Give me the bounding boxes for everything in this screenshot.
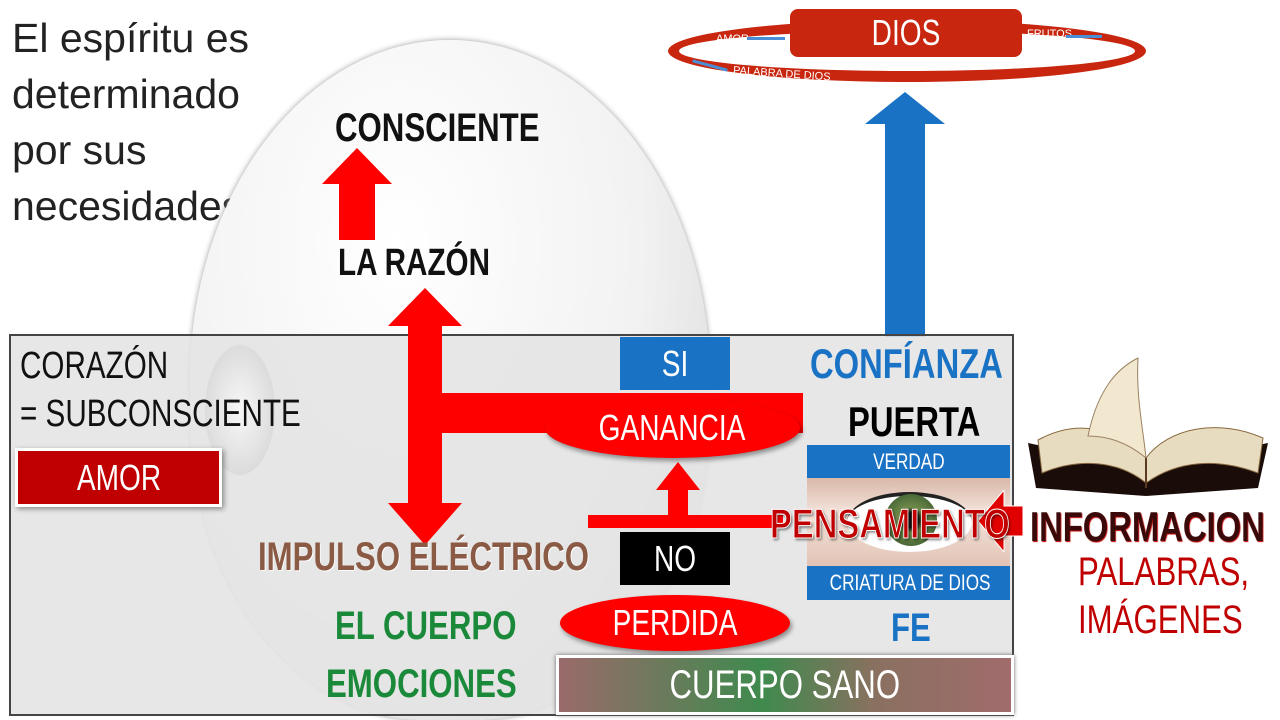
ganancia-label: GANANCIA <box>599 407 746 448</box>
cuerpo-sano-label: CUERPO SANO <box>669 663 901 707</box>
dios-label: DIOS <box>871 12 941 53</box>
ring-frutos-label: FRUTOS <box>1027 28 1073 40</box>
si-label: SI <box>661 343 689 384</box>
cuerpo-sano-box: CUERPO SANO <box>556 655 1014 715</box>
dios-box: DIOS <box>790 9 1022 57</box>
red-up-arrow-small <box>588 462 783 528</box>
la-razon-label: LA RAZÓN <box>338 242 491 284</box>
perdida-ellipse: PERDIDA <box>560 595 790 651</box>
intro-line: El espíritu es <box>12 15 249 61</box>
verdad-label: VERDAD <box>872 449 945 474</box>
intro-line: por sus <box>12 127 147 173</box>
confianza-label: CONFÍANZA <box>810 340 1003 387</box>
corazon-label: CORAZÓN <box>20 345 169 387</box>
blue-up-arrow <box>865 92 945 337</box>
no-box: NO <box>620 532 730 585</box>
criatura-bar: CRIATURA DE DIOS <box>807 566 1010 600</box>
palabras-label: PALABRAS, <box>1078 550 1250 594</box>
no-label: NO <box>653 538 697 579</box>
amor-box: AMOR <box>15 448 222 507</box>
informacion-detail: PALABRAS, IMÁGENES <box>1078 548 1280 644</box>
fe-label: FE <box>891 606 931 650</box>
ring-amor-label: AMOR <box>716 33 749 45</box>
amor-label: AMOR <box>76 457 161 498</box>
eye-panel: VERDAD CRIATURA DE DIOS <box>807 445 1010 600</box>
emociones-label: EMOCIONES <box>326 662 517 706</box>
ganancia-ellipse: GANANCIA <box>545 398 800 458</box>
imagenes-label: IMÁGENES <box>1078 598 1243 642</box>
arrow-left-icon <box>747 37 785 40</box>
subconsciente-label: = SUBCONSCIENTE <box>20 393 301 435</box>
intro-line: necesidades <box>12 183 243 229</box>
eye-image <box>807 478 1010 566</box>
impulso-label: IMPULSO ELÉCTRICO <box>258 535 590 579</box>
puerta-label: PUERTA <box>848 398 981 445</box>
si-box: SI <box>620 337 730 390</box>
intro-text: El espíritu es determinado por sus neces… <box>12 10 249 234</box>
consciente-label: CONSCIENTE <box>335 106 540 150</box>
verdad-bar: VERDAD <box>807 445 1010 478</box>
criatura-label: CRIATURA DE DIOS <box>829 570 991 595</box>
perdida-label: PERDIDA <box>612 602 738 643</box>
arrow-left-icon <box>1066 35 1102 38</box>
el-cuerpo-label: EL CUERPO <box>335 604 517 648</box>
intro-line: determinado <box>12 71 240 117</box>
red-up-arrow <box>322 148 392 240</box>
pensamiento-label: PENSAMIENTO <box>770 500 1010 548</box>
bible-image <box>1028 357 1268 496</box>
red-left-arrow <box>978 490 1023 552</box>
corazon-text: CORAZÓN = SUBCONSCIENTE <box>20 342 380 438</box>
informacion-label: INFORMACION <box>1030 503 1265 550</box>
